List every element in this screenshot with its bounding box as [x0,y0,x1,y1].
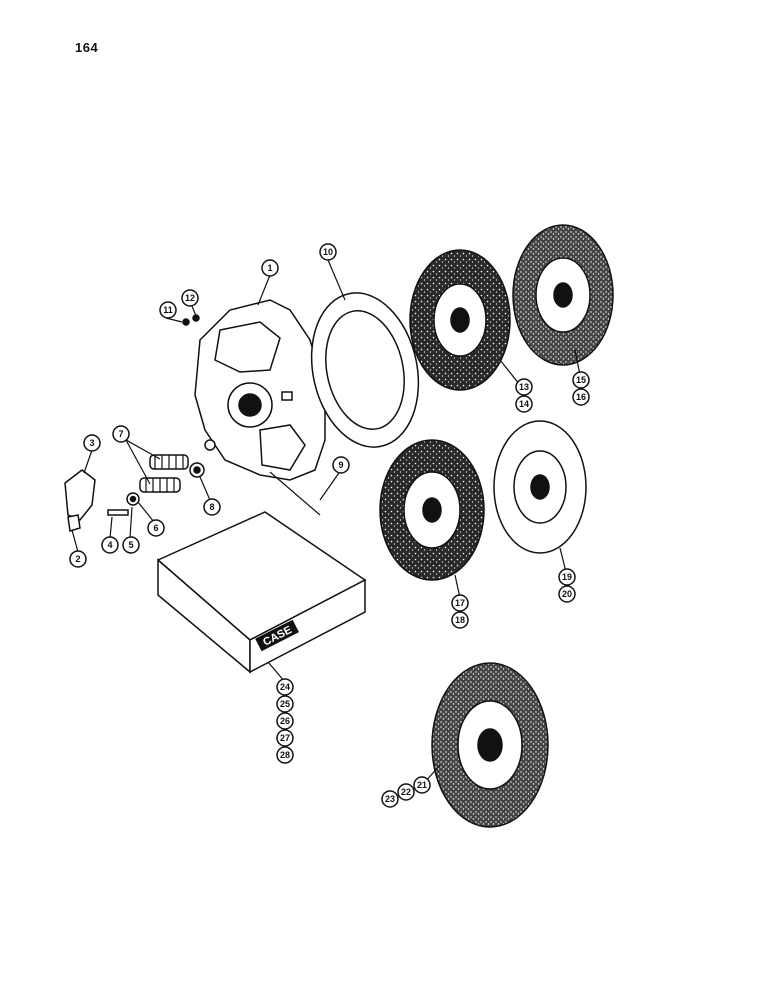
callout-1: 1 [261,259,279,277]
callout-24: 24 [276,678,294,696]
svg-text:16: 16 [576,392,586,402]
callout-9: 9 [332,456,350,474]
svg-text:22: 22 [401,787,411,797]
callout-28: 28 [276,746,294,764]
svg-text:27: 27 [280,733,290,743]
callout-18: 18 [451,611,469,629]
callout-27: 27 [276,729,294,747]
callout-20: 20 [558,585,576,603]
page-number: 164 [75,40,99,55]
callout-2: 2 [69,550,87,568]
callout-11: 11 [159,301,177,319]
callout-6: 6 [147,519,165,537]
clutch-disc-17-18 [379,439,485,581]
clutch-disc-19-20 [493,420,587,554]
clutch-springs [139,454,189,493]
svg-text:8: 8 [209,502,214,512]
svg-text:21: 21 [417,780,427,790]
callout-12: 12 [181,289,199,307]
svg-text:19: 19 [562,572,572,582]
clutch-disc-13-14 [409,249,511,391]
callout-13: 13 [515,378,533,396]
svg-text:13: 13 [519,382,529,392]
svg-text:15: 15 [576,375,586,385]
callout-3: 3 [83,434,101,452]
svg-text:3: 3 [89,438,94,448]
callout-14: 14 [515,395,533,413]
svg-text:23: 23 [385,794,395,804]
callout-21: 21 [413,776,431,794]
clutch-disc-15-16 [512,224,614,366]
callout-23: 23 [381,790,399,808]
callout-19: 19 [558,568,576,586]
clutch-disc-21-22-23 [431,662,549,828]
svg-text:14: 14 [519,399,529,409]
svg-text:1: 1 [267,263,272,273]
leader-lines [71,259,581,783]
svg-text:12: 12 [185,293,195,303]
parts-kit-box: CASE [156,511,367,674]
callout-4: 4 [101,536,119,554]
svg-text:7: 7 [118,429,123,439]
svg-text:2: 2 [75,554,80,564]
callout-22: 22 [397,783,415,801]
callout-16: 16 [572,388,590,406]
callout-25: 25 [276,695,294,713]
release-lever [64,469,96,532]
svg-text:26: 26 [280,716,290,726]
svg-text:20: 20 [562,589,572,599]
svg-text:5: 5 [128,540,133,550]
clutch-small-hardware [107,314,321,516]
svg-text:25: 25 [280,699,290,709]
clutch-cover-assembly [194,299,326,481]
callout-8: 8 [203,498,221,516]
callout-7: 7 [112,425,130,443]
svg-text:10: 10 [323,247,333,257]
svg-text:17: 17 [455,598,465,608]
svg-text:4: 4 [107,540,112,550]
callout-15: 15 [572,371,590,389]
callout-26: 26 [276,712,294,730]
callout-17: 17 [451,594,469,612]
callout-10: 10 [319,243,337,261]
pressure-ring-plate [310,292,420,448]
svg-text:9: 9 [338,460,343,470]
svg-text:11: 11 [163,305,173,315]
svg-text:24: 24 [280,682,290,692]
svg-text:18: 18 [455,615,465,625]
callout-5: 5 [122,536,140,554]
svg-text:28: 28 [280,750,290,760]
svg-text:6: 6 [153,523,158,533]
